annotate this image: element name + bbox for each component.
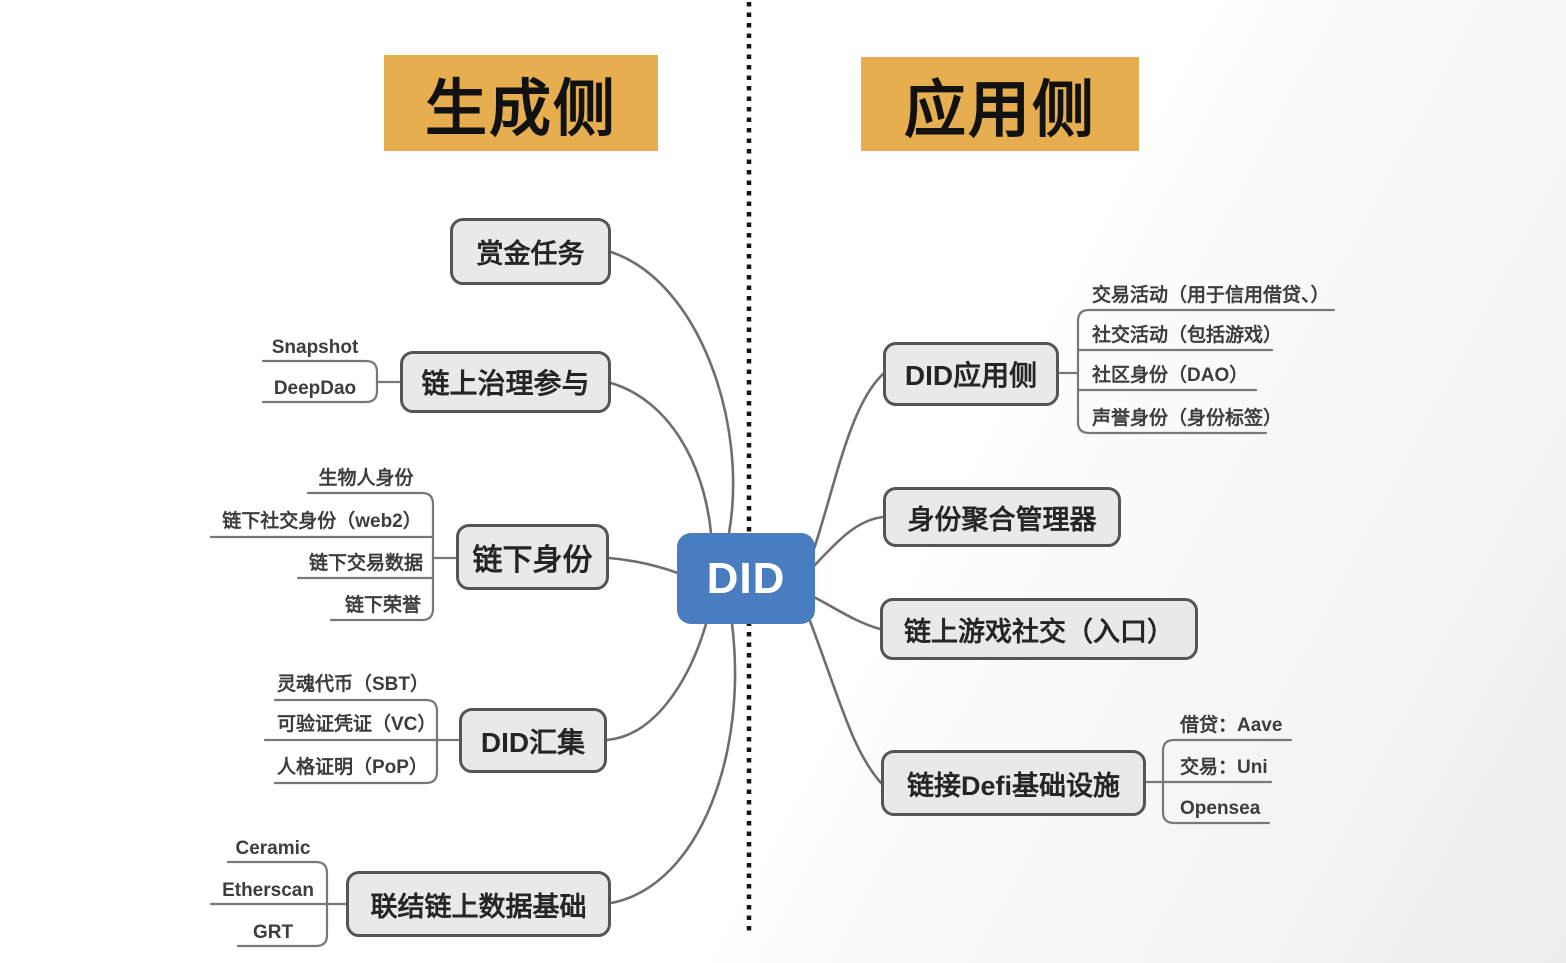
node-offchain-identity[interactable]: 链下身份 — [456, 524, 609, 590]
curve-did-application — [812, 372, 885, 551]
node-identity-manager[interactable]: 身份聚合管理器 — [883, 487, 1121, 547]
leaf-reputation-identity[interactable]: 声誉身份（身份标签） — [1092, 408, 1283, 429]
leaf-trading-activity[interactable]: 交易活动（用于信用借贷、） — [1092, 285, 1330, 306]
leaf-social-activity[interactable]: 社交活动（包括游戏） — [1092, 325, 1283, 346]
node-onchain-data-base[interactable]: 联结链上数据基础 — [346, 871, 611, 937]
leaf-ceramic[interactable]: Ceramic — [235, 838, 311, 859]
leaf-soulbound-token[interactable]: 灵魂代币（SBT） — [277, 674, 430, 695]
node-onchain-governance[interactable]: 链上治理参与 — [400, 351, 611, 413]
leaf-proof-of-personhood[interactable]: 人格证明（PoP） — [277, 757, 428, 778]
did-center-node[interactable]: DID — [677, 533, 815, 624]
header-generation-side[interactable]: 生成侧 — [384, 55, 658, 151]
leaf-verifiable-credential[interactable]: 可验证凭证（VC） — [277, 714, 437, 735]
node-game-social-entry[interactable]: 链上游戏社交（入口） — [880, 598, 1198, 660]
leaf-grt[interactable]: GRT — [252, 922, 294, 943]
curve-offchain-identity — [607, 556, 680, 575]
node-did-aggregation[interactable]: DID汇集 — [459, 708, 607, 773]
curve-did-aggregation — [605, 622, 708, 742]
bracket-offchain-children — [209, 491, 458, 622]
leaf-snapshot[interactable]: Snapshot — [271, 337, 359, 358]
node-defi-infrastructure[interactable]: 链接Defi基础设施 — [881, 750, 1146, 816]
leaf-opensea[interactable]: Opensea — [1180, 798, 1261, 819]
curve-identity-manager — [812, 515, 885, 568]
bracket-onchain-data-children — [209, 860, 348, 948]
leaf-deepdao[interactable]: DeepDao — [273, 378, 357, 399]
curve-bounty — [609, 250, 735, 535]
leaf-biological-identity[interactable]: 生物人身份 — [318, 468, 414, 489]
node-bounty-tasks[interactable]: 赏金任务 — [450, 218, 611, 285]
header-application-side[interactable]: 应用侧 — [861, 57, 1139, 151]
leaf-offchain-honor[interactable]: 链下荣誉 — [344, 595, 421, 616]
bracket-did-application-children — [1058, 308, 1336, 435]
leaf-offchain-social-identity[interactable]: 链下社交身份（web2） — [222, 511, 422, 532]
leaf-etherscan[interactable]: Etherscan — [222, 880, 314, 901]
leaf-community-identity[interactable]: 社区身份（DAO） — [1092, 365, 1249, 386]
curve-onchain-data — [609, 622, 737, 905]
bracket-governance-children — [261, 359, 401, 404]
node-did-application[interactable]: DID应用侧 — [883, 342, 1059, 406]
leaf-trading-uni[interactable]: 交易：Uni — [1180, 757, 1268, 778]
bracket-defi-children — [1144, 738, 1293, 825]
leaf-lending-aave[interactable]: 借贷：Aave — [1180, 715, 1283, 736]
leaf-offchain-transaction-data[interactable]: 链下交易数据 — [308, 553, 423, 574]
curve-governance — [609, 381, 713, 535]
curve-defi-infra — [808, 619, 883, 785]
curve-game-social — [812, 595, 882, 631]
bracket-didagg-children — [263, 698, 461, 785]
